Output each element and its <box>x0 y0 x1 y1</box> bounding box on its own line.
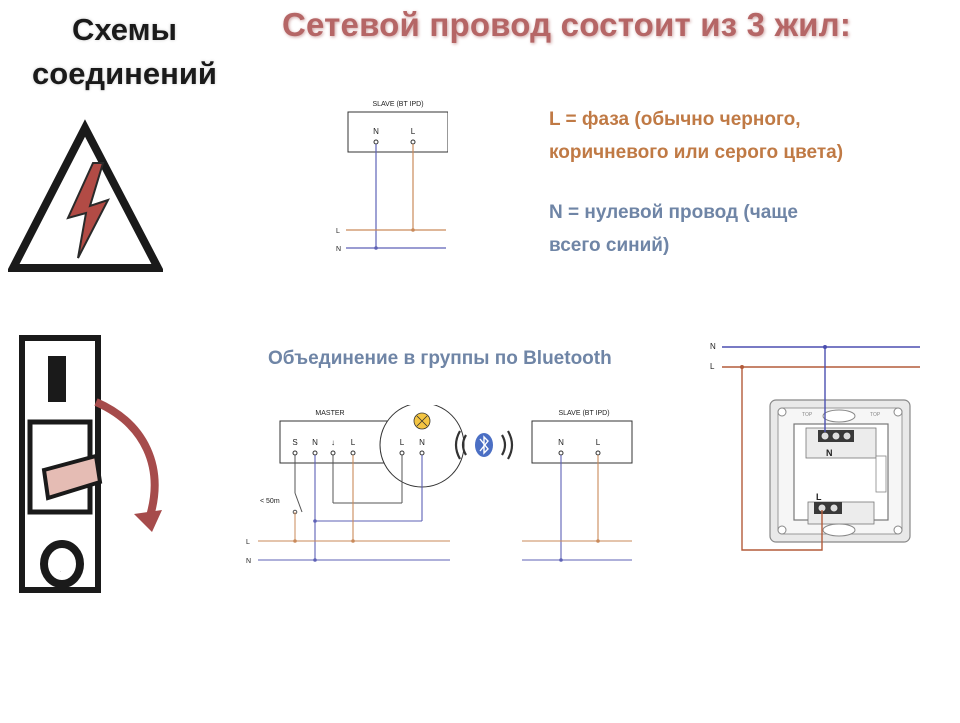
slave-top-terminal-l: L <box>411 127 416 136</box>
device-terminal-n: N <box>826 448 833 458</box>
device-wiring-diagram: N L TOP TOP N L <box>710 342 920 551</box>
master-terminal-n: N <box>312 438 318 447</box>
device-bus-n: N <box>710 342 716 351</box>
bluetooth-group-title: Объединение в группы по Bluetooth <box>268 348 612 369</box>
slave-wiring-diagram-bottom: SLAVE (BT IPD) N L <box>522 410 633 562</box>
side-title-line1: Схемы <box>71 12 178 47</box>
master-terminal-arrow: ↓ <box>331 438 335 447</box>
master-bus-n: N <box>246 558 251 565</box>
breaker-off-label: O <box>60 571 61 573</box>
high-voltage-warning-icon <box>8 119 163 272</box>
neutral-description-line1: N = нулевой провод (чаще <box>549 202 798 223</box>
slave-bottom-terminal-n: N <box>558 438 564 447</box>
neutral-description: N = нулевой провод (чаще всего синий) <box>549 196 909 262</box>
bluetooth-icon <box>454 430 514 460</box>
lamp-terminal-l: L <box>400 438 405 447</box>
master-bus-l: L <box>246 539 250 546</box>
side-title: Схемы соединений <box>12 8 237 96</box>
master-terminal-l: L <box>351 438 356 447</box>
circuit-breaker-icon: I O <box>19 335 162 593</box>
phase-description: L = фаза (обычно черного, коричневого ил… <box>549 103 944 169</box>
phase-description-line2: коричневого или серого цвета) <box>549 142 844 163</box>
device-top-mark-right: TOP <box>870 412 881 418</box>
slave-top-bus-n: N <box>336 246 341 253</box>
slave-bottom-title: SLAVE (BT IPD) <box>558 410 609 417</box>
slave-top-terminal-n: N <box>373 127 379 136</box>
slave-top-title: SLAVE (BT IPD) <box>372 101 423 108</box>
side-title-line2: соединений <box>32 56 217 91</box>
device-top-mark-left: TOP <box>802 412 813 418</box>
lamp-terminal-n: N <box>419 438 425 447</box>
switch-distance-label: < 50m <box>260 498 280 505</box>
device-bus-l: L <box>710 362 715 371</box>
device-terminal-l: L <box>816 492 822 502</box>
phase-description-line1: L = фаза (обычно черного, <box>549 109 801 130</box>
page-title: Сетевой провод состоит из 3 жил: <box>282 6 852 43</box>
lamp-icon <box>413 412 431 430</box>
neutral-description-line2: всего синий) <box>549 235 670 256</box>
master-title: MASTER <box>315 410 344 417</box>
slave-bottom-terminal-l: L <box>596 438 601 447</box>
slave-top-bus-l: L <box>336 228 340 235</box>
master-terminal-s: S <box>292 438 297 447</box>
slave-wiring-diagram-top: SLAVE (BT IPD) N L L N <box>336 101 448 253</box>
master-wiring-diagram: MASTER S N ↓ L L N < 50m L N <box>246 405 514 565</box>
